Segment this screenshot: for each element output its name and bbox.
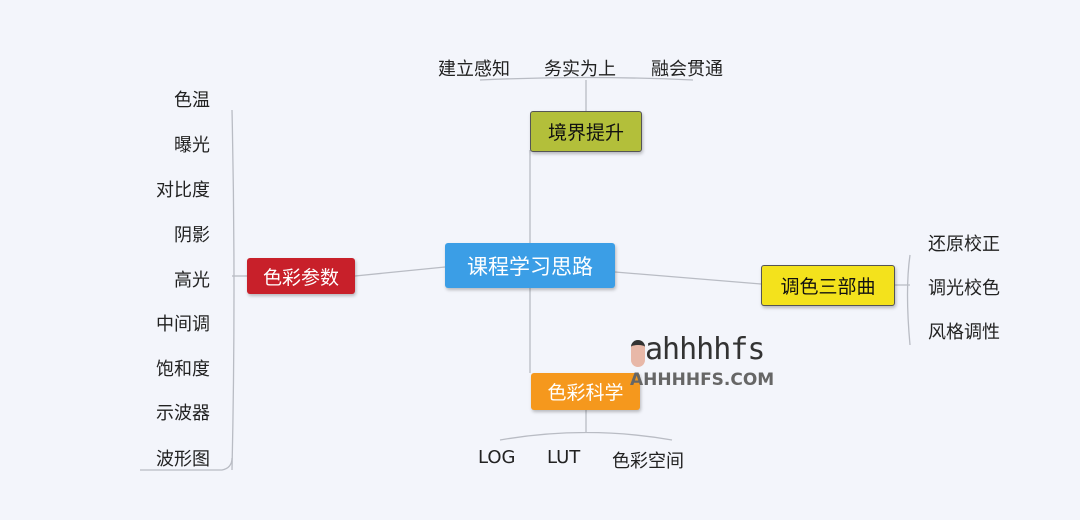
leaf-left[interactable]: 阴影 <box>174 225 210 246</box>
leaf-left[interactable]: 对比度 <box>156 180 210 201</box>
branch-top-node[interactable]: 境界提升 <box>530 111 642 152</box>
leaf-left[interactable]: 波形图 <box>156 449 210 470</box>
center-node[interactable]: 课程学习思路 <box>445 243 615 288</box>
branch-bottom-node[interactable]: 色彩科学 <box>531 373 640 410</box>
leaf-bottom[interactable]: LUT <box>547 447 581 468</box>
watermark-logo: ahhhhfs <box>645 332 765 367</box>
leaf-bottom[interactable]: 色彩空间 <box>612 451 684 472</box>
leaf-left[interactable]: 色温 <box>174 90 210 111</box>
watermark-face-icon <box>631 340 645 367</box>
leaf-bottom[interactable]: LOG <box>478 447 516 468</box>
watermark-site: AHHHHFS.COM <box>630 370 775 390</box>
leaf-left[interactable]: 饱和度 <box>156 359 210 380</box>
leaf-right[interactable]: 还原校正 <box>928 234 1000 255</box>
branch-right-node[interactable]: 调色三部曲 <box>761 265 895 306</box>
leaf-right[interactable]: 调光校色 <box>928 278 1000 299</box>
leaf-right[interactable]: 风格调性 <box>928 322 1000 343</box>
leaf-left[interactable]: 中间调 <box>156 314 210 335</box>
leaf-left[interactable]: 高光 <box>174 270 210 291</box>
branch-left-node[interactable]: 色彩参数 <box>247 258 355 294</box>
leaf-top[interactable]: 务实为上 <box>544 59 616 80</box>
leaf-left[interactable]: 示波器 <box>156 403 210 424</box>
leaf-top[interactable]: 融会贯通 <box>651 59 723 80</box>
leaf-left[interactable]: 曝光 <box>174 135 210 156</box>
leaf-top[interactable]: 建立感知 <box>438 59 510 80</box>
